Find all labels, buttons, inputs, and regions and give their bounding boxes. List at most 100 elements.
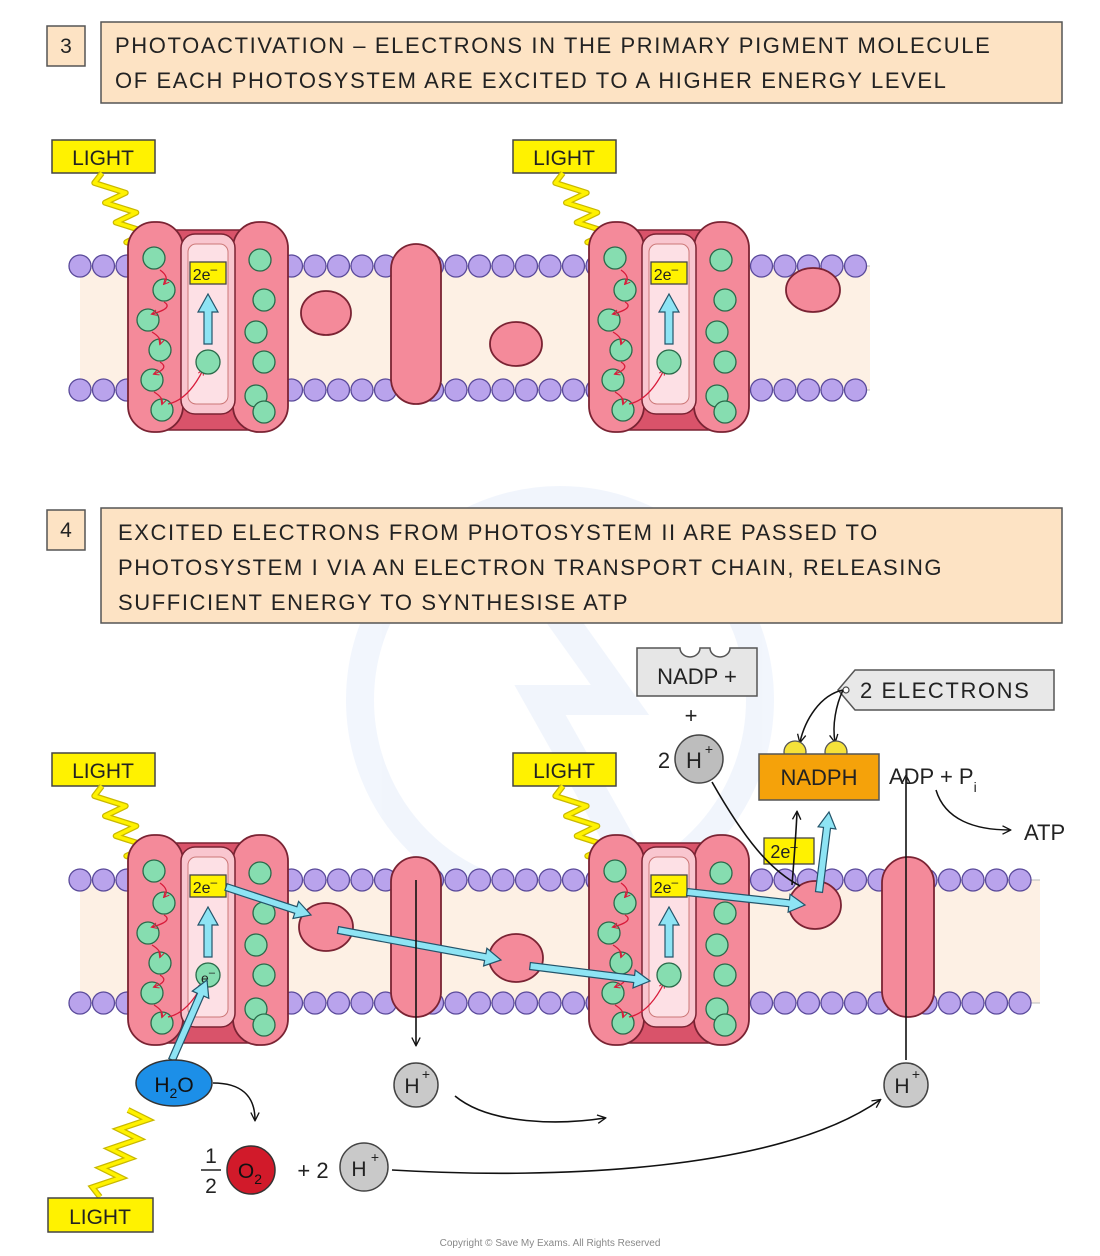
proton-to-synthase-arrow [391, 1100, 880, 1175]
light-zigzag-water [87, 1107, 156, 1199]
phospholipid-head [820, 991, 844, 1015]
svg-text:O2: O2 [238, 1160, 262, 1187]
phospholipid-head [561, 254, 586, 278]
step3-header: 3 PHOTOACTIVATION – ELECTRONS IN THE PRI… [46, 21, 1063, 104]
atp-label: ATP [1024, 820, 1065, 845]
phospholipid-head [303, 378, 327, 402]
step4-text-box [100, 507, 1063, 624]
phospholipid-head [91, 868, 116, 892]
step4-number-box [46, 509, 86, 551]
nadp-plus: NADP + [636, 647, 758, 697]
step3-text-box [100, 21, 1063, 104]
primary-pigment [656, 349, 682, 375]
svg-text:+: + [422, 1066, 430, 1082]
svg-text:LIGHT: LIGHT [72, 147, 134, 170]
phospholipid-head [350, 868, 374, 892]
h-ion-lumen: H+ [393, 1062, 439, 1108]
plastoquinone-step3 [300, 290, 352, 336]
svg-text:1: 1 [205, 1145, 217, 1168]
pigment-molecule [601, 981, 625, 1005]
electron-flow-arrow-2 [336, 925, 503, 967]
pigment-molecule [613, 891, 637, 915]
nadp-plus-sign: + [685, 703, 698, 728]
nadp-label: NADP + [657, 664, 737, 689]
pigment-molecule [713, 963, 737, 987]
phospholipid-head [467, 378, 492, 402]
phospholipid-head [91, 254, 116, 278]
ferredoxin-to-nadph-arrow [791, 812, 797, 886]
half-fraction: 1 2 [201, 1145, 221, 1198]
pigment-molecule [613, 278, 637, 302]
photosystem-ii-step4: e–2e– [127, 834, 289, 1046]
phospholipid-head [514, 991, 539, 1015]
pigment-molecule [713, 350, 737, 374]
step4-number: 4 [60, 519, 72, 542]
pigment-molecule [252, 963, 276, 987]
pigment-molecule [603, 859, 627, 883]
phospholipid-head [773, 868, 797, 892]
energy-transfer-arrow [612, 944, 621, 957]
two-electrons-ferredoxin: 2e– [763, 837, 815, 865]
phospholipid-head [444, 991, 468, 1015]
phospholipid-head [538, 378, 562, 402]
pigment-molecule [244, 933, 268, 957]
phospholipid-head [561, 868, 586, 892]
energy-transfer-arrow [151, 331, 160, 344]
pigment-molecule [248, 861, 272, 885]
energy-transfer-arrow [628, 983, 664, 1018]
energy-transfer-arrow [153, 391, 162, 404]
phospholipid-head [68, 868, 92, 892]
phospholipid-head [984, 868, 1009, 892]
phospholipid-head [561, 378, 586, 402]
energy-transfer-arrow [159, 269, 166, 284]
phospholipid-head [467, 868, 492, 892]
h-ion-water: H + [339, 1142, 389, 1192]
phospholipid-head [444, 378, 468, 402]
energy-transfer-arrow [613, 914, 629, 927]
energy-transfer-arrow [154, 974, 165, 987]
phospholipid-head [749, 378, 774, 402]
cytochrome-complex-step3 [390, 243, 442, 405]
plastocyanin-step3 [489, 321, 543, 367]
svg-text:LIGHT: LIGHT [533, 760, 595, 783]
svg-text:H2O: H2O [154, 1074, 193, 1101]
phospholipid-head [350, 254, 374, 278]
energy-transfer-arrow [613, 301, 629, 314]
two-electrons-tag: 2 ELECTRONS [837, 669, 1055, 711]
svg-text:H: H [894, 1075, 909, 1098]
svg-text:2: 2 [205, 1175, 217, 1198]
phospholipid-head [796, 378, 821, 402]
pigment-molecule [152, 278, 176, 302]
phospholipid-head [796, 991, 821, 1015]
energy-transfer-arrow [620, 269, 627, 284]
phospholipid-head [326, 254, 351, 278]
pigment-molecule [603, 246, 627, 270]
phospholipid-head [326, 991, 351, 1015]
light-label-ps1-step4: LIGHT [512, 752, 622, 880]
phospholipid-head [538, 868, 562, 892]
pigment-molecule [252, 350, 276, 374]
svg-text:+: + [705, 741, 713, 757]
water-electron-arrow [168, 978, 210, 1063]
energy-transfer-arrow [620, 882, 627, 897]
pigment-molecule [601, 368, 625, 392]
pigment-molecule [705, 933, 729, 957]
energy-transfer-arrow [154, 361, 165, 374]
step4-line3: SUFFICIENT ENERGY TO SYNTHESISE ATP [118, 590, 629, 615]
two-electrons-label: 2 ELECTRONS [860, 678, 1030, 703]
pigment-molecule [152, 891, 176, 915]
phospholipid-head [326, 868, 351, 892]
pigment-molecule [252, 1013, 276, 1037]
two-electrons-box [650, 874, 688, 898]
step3-line2: OF EACH PHOTOSYSTEM ARE EXCITED TO A HIG… [115, 68, 948, 93]
pigment-molecule [252, 288, 276, 312]
electron-pointer-arrow-2 [834, 689, 844, 742]
phospholipid-head [350, 378, 374, 402]
pigment-molecule [140, 368, 164, 392]
electron-to-nadph-arrow [814, 810, 837, 894]
svg-text:+: + [371, 1149, 379, 1165]
phospholipid-head [538, 254, 562, 278]
phospholipid-head [538, 991, 562, 1015]
phospholipid-head [91, 991, 116, 1015]
